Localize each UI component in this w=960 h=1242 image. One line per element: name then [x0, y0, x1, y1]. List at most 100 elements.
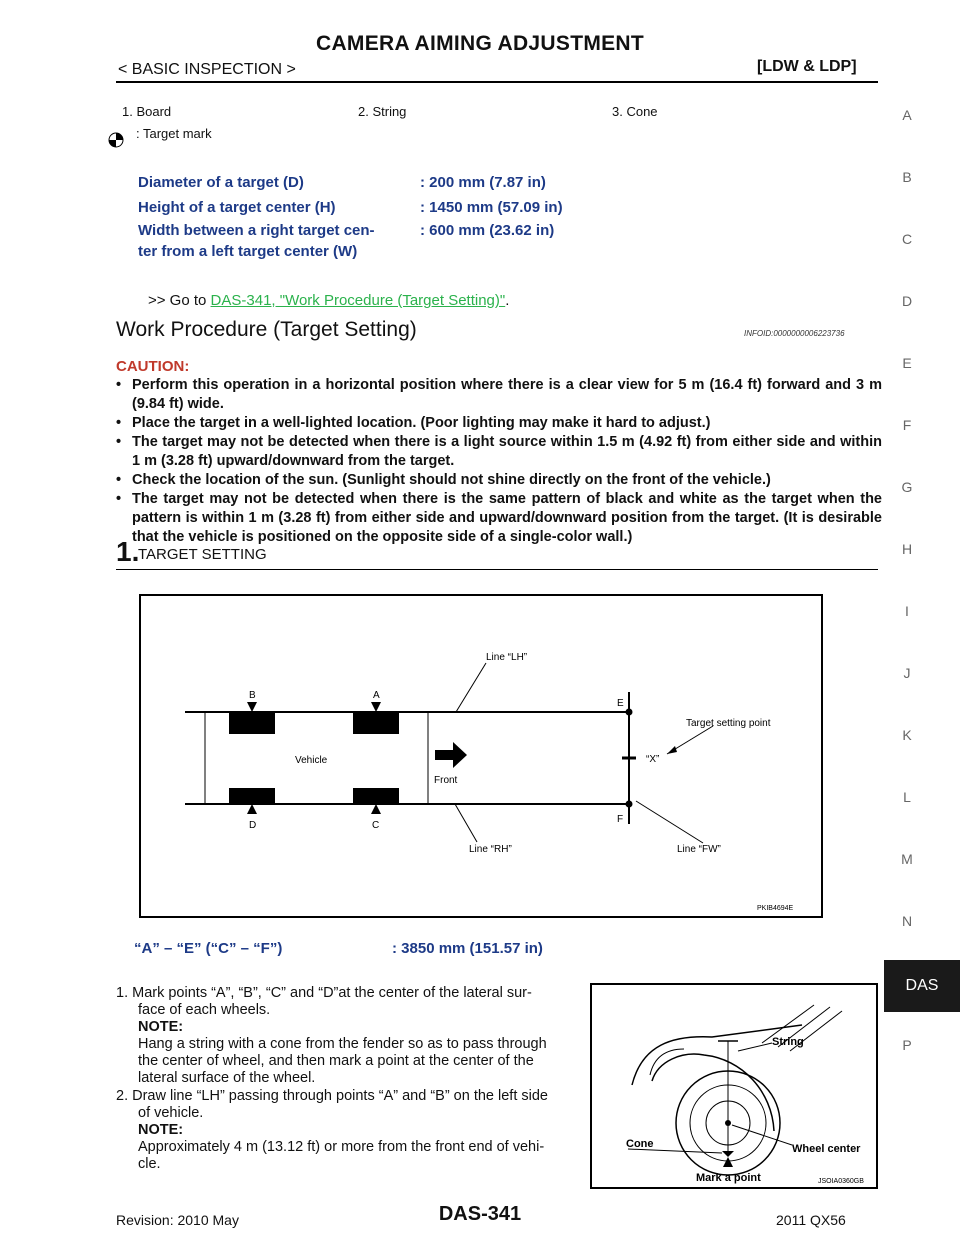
label-mark-point: Mark a point	[696, 1172, 761, 1184]
spec-width-label-line1: Width between a right target cen-	[138, 222, 375, 239]
wheel-arch	[651, 1053, 775, 1132]
note2-line1: Approximately 4 m (13.12 ft) or more fro…	[138, 1139, 545, 1155]
marker-b-icon	[247, 702, 257, 712]
distance-label: “A” – “E” (“C” – “F”)	[134, 940, 283, 957]
goto-link[interactable]: DAS-341, "Work Procedure (Target Setting…	[210, 292, 506, 309]
side-index-p[interactable]: P	[902, 1037, 912, 1053]
side-index-f[interactable]: F	[902, 417, 912, 433]
caution-bullet: •The target may not be detected when the…	[116, 491, 882, 545]
note1-line1: Hang a string with a cone from the fende…	[138, 1036, 547, 1052]
step1-line2: face of each wheels.	[138, 1002, 271, 1018]
label-x: “X”	[646, 754, 659, 765]
side-index-k[interactable]: K	[902, 727, 912, 743]
wheel-mark-diagram: String Wheel center Cone Mark a point JS…	[590, 983, 878, 1189]
target-mark-icon	[108, 132, 124, 148]
page-title: CAMERA AIMING ADJUSTMENT	[315, 32, 645, 55]
step2-line2: of vehicle.	[138, 1105, 204, 1121]
label-line-lh: Line “LH”	[486, 652, 527, 663]
mark-arrow-icon	[723, 1157, 733, 1167]
figure-code: JSOIA0360GB	[818, 1178, 864, 1185]
side-index-das-tab[interactable]: DAS	[884, 960, 960, 1012]
caution-heading: CAUTION:	[116, 358, 190, 375]
label-f: F	[617, 814, 623, 825]
side-index-l[interactable]: L	[903, 789, 911, 805]
label-string: String	[772, 1036, 804, 1048]
side-index-e[interactable]: E	[902, 355, 912, 371]
info-id: INFOID:0000000006223736	[744, 329, 845, 338]
spec-height-label: Height of a target center (H)	[138, 199, 336, 216]
figure-code: PKIB4694E	[757, 905, 794, 912]
label-a: A	[373, 690, 380, 701]
system-tag: [LDW & LDP]	[757, 58, 857, 75]
fender-outline	[631, 1024, 803, 1086]
label-vehicle: Vehicle	[295, 755, 328, 766]
wheel-c	[353, 788, 399, 804]
side-index-c[interactable]: C	[901, 231, 913, 247]
caution-bullet-text: Check the location of the sun. (Sunlight…	[132, 472, 771, 488]
label-wheel-center: Wheel center	[792, 1143, 861, 1155]
step2-line1: 2. Draw line “LH” passing through points…	[116, 1088, 548, 1104]
caution-bullet: •Place the target in a well-lighted loca…	[116, 414, 882, 433]
caution-bullet: •The target may not be detected when the…	[116, 434, 882, 469]
point-e	[625, 708, 633, 716]
step-number: 1.	[116, 536, 140, 567]
note-heading: NOTE:	[138, 1122, 184, 1138]
label-cone: Cone	[626, 1138, 654, 1150]
side-index-n[interactable]: N	[901, 913, 913, 929]
front-arrow-icon	[435, 742, 467, 768]
label-c: C	[372, 820, 379, 831]
marker-c-icon	[371, 804, 381, 814]
point-f	[625, 800, 633, 808]
marker-d-icon	[247, 804, 257, 814]
label-d: D	[249, 820, 256, 831]
side-index-g[interactable]: G	[901, 479, 913, 495]
side-index-a[interactable]: A	[902, 107, 912, 123]
label-line-fw: Line “FW”	[677, 844, 721, 855]
caution-bullet-text: Place the target in a well-lighted locat…	[132, 415, 711, 431]
footer-revision: Revision: 2010 May	[116, 1212, 239, 1228]
side-index-b[interactable]: B	[902, 169, 912, 185]
wheel-a	[353, 712, 399, 734]
spec-height-value: : 1450 mm (57.09 in)	[420, 199, 563, 216]
side-index-d[interactable]: D	[901, 293, 913, 309]
step-label: TARGET SETTING	[138, 546, 267, 563]
side-index-j[interactable]: J	[903, 665, 911, 681]
note1-line3: lateral surface of the wheel.	[138, 1070, 316, 1086]
side-index-i[interactable]: I	[905, 603, 909, 619]
legend-board: 1. Board	[122, 104, 172, 119]
spec-diameter-value: : 200 mm (7.87 in)	[420, 174, 546, 191]
label-front: Front	[434, 775, 458, 786]
goto-suffix: .	[505, 292, 510, 309]
target-setting-diagram: Line “LH” B A E Target setting point Veh…	[139, 594, 823, 918]
note2-line2: cle.	[138, 1156, 161, 1172]
label-target-point: Target setting point	[686, 718, 771, 729]
caution-bullet-text: The target may not be detected when ther…	[132, 491, 882, 545]
header-rule	[116, 81, 878, 83]
note-heading: NOTE:	[138, 1019, 184, 1035]
section-breadcrumb: < BASIC INSPECTION >	[118, 61, 296, 78]
label-e: E	[617, 698, 624, 709]
caution-bullet: •Check the location of the sun. (Sunligh…	[116, 471, 882, 490]
spec-width-label-line2: ter from a left target center (W)	[138, 243, 358, 260]
wheel-d	[229, 788, 275, 804]
caution-bullet: •Perform this operation in a horizontal …	[116, 377, 882, 412]
wheel-mark-figure: String Wheel center Cone Mark a point JS…	[626, 1004, 864, 1185]
step-rule	[116, 569, 878, 570]
caution-bullet-text: The target may not be detected when ther…	[132, 434, 882, 469]
legend-cone: 3. Cone	[612, 104, 658, 119]
legend-string: 2. String	[358, 104, 407, 119]
distance-value: : 3850 mm (151.57 in)	[392, 940, 543, 957]
spec-width-value: : 600 mm (23.62 in)	[420, 222, 555, 239]
footer-page-number: DAS-341	[438, 1203, 522, 1225]
legend-target-mark: : Target mark	[136, 126, 212, 141]
label-b: B	[249, 690, 256, 701]
goto-line: >> Go to DAS-341, "Work Procedure (Targe…	[148, 292, 509, 309]
cone-icon	[722, 1151, 734, 1157]
caution-bullet-text: Perform this operation in a horizontal p…	[132, 377, 882, 412]
side-index-h[interactable]: H	[901, 541, 913, 557]
wheel-b	[229, 712, 275, 734]
note1-line2: the center of wheel, and then mark a poi…	[138, 1053, 534, 1069]
side-index-m[interactable]: M	[901, 851, 913, 867]
spec-diameter-label: Diameter of a target (D)	[138, 174, 304, 191]
step1-line1: 1. Mark points “A”, “B”, “C” and “D”at t…	[116, 985, 532, 1001]
